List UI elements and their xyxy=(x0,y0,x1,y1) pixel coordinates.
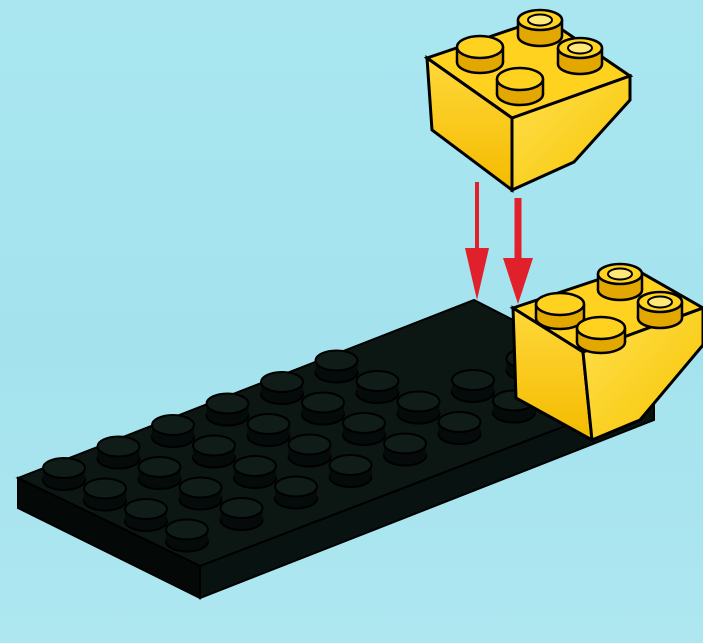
solid-stud xyxy=(534,291,586,331)
plate-stud xyxy=(178,476,223,511)
plate-stud xyxy=(328,454,373,488)
plate-stud xyxy=(260,371,304,405)
yellow-slope-brick-attached xyxy=(509,262,703,443)
solid-stud xyxy=(575,315,627,355)
plate-stud xyxy=(165,518,209,553)
brick-studs xyxy=(534,262,684,355)
plate-stud xyxy=(355,370,400,404)
plate-stud xyxy=(314,349,359,384)
hollow-stud xyxy=(636,290,684,330)
plate-stud xyxy=(96,435,141,470)
plate-right-face xyxy=(199,390,655,600)
plate-stud xyxy=(151,414,195,448)
plate-stud xyxy=(246,413,291,447)
plate-stud xyxy=(124,498,168,532)
hollow-stud xyxy=(556,36,604,76)
plate-stud xyxy=(83,477,127,512)
plate-stud xyxy=(137,456,182,490)
plate-stud xyxy=(437,411,482,445)
yellow-slope-brick-floating xyxy=(423,8,634,193)
plate-stud xyxy=(342,412,386,446)
plate-stud xyxy=(192,434,236,469)
plate-stud xyxy=(396,390,441,425)
plate-stud xyxy=(233,455,277,489)
plate-stud xyxy=(301,391,345,426)
plate-stud xyxy=(205,392,250,427)
solid-stud xyxy=(455,34,505,75)
plate-stud xyxy=(42,457,86,491)
plate-stud xyxy=(287,433,332,468)
brick-slope-face xyxy=(510,73,632,193)
brick-studs xyxy=(455,8,604,107)
placement-arrow-right xyxy=(503,198,533,304)
brick-edge-line xyxy=(582,351,593,441)
hollow-stud xyxy=(596,262,644,302)
solid-stud xyxy=(495,66,545,107)
hollow-stud xyxy=(516,8,564,48)
placement-arrow-left xyxy=(465,182,489,300)
plate-stud xyxy=(383,432,427,467)
plate-stud xyxy=(451,369,495,403)
plate-stud xyxy=(219,497,264,531)
plate-stud xyxy=(274,475,318,510)
